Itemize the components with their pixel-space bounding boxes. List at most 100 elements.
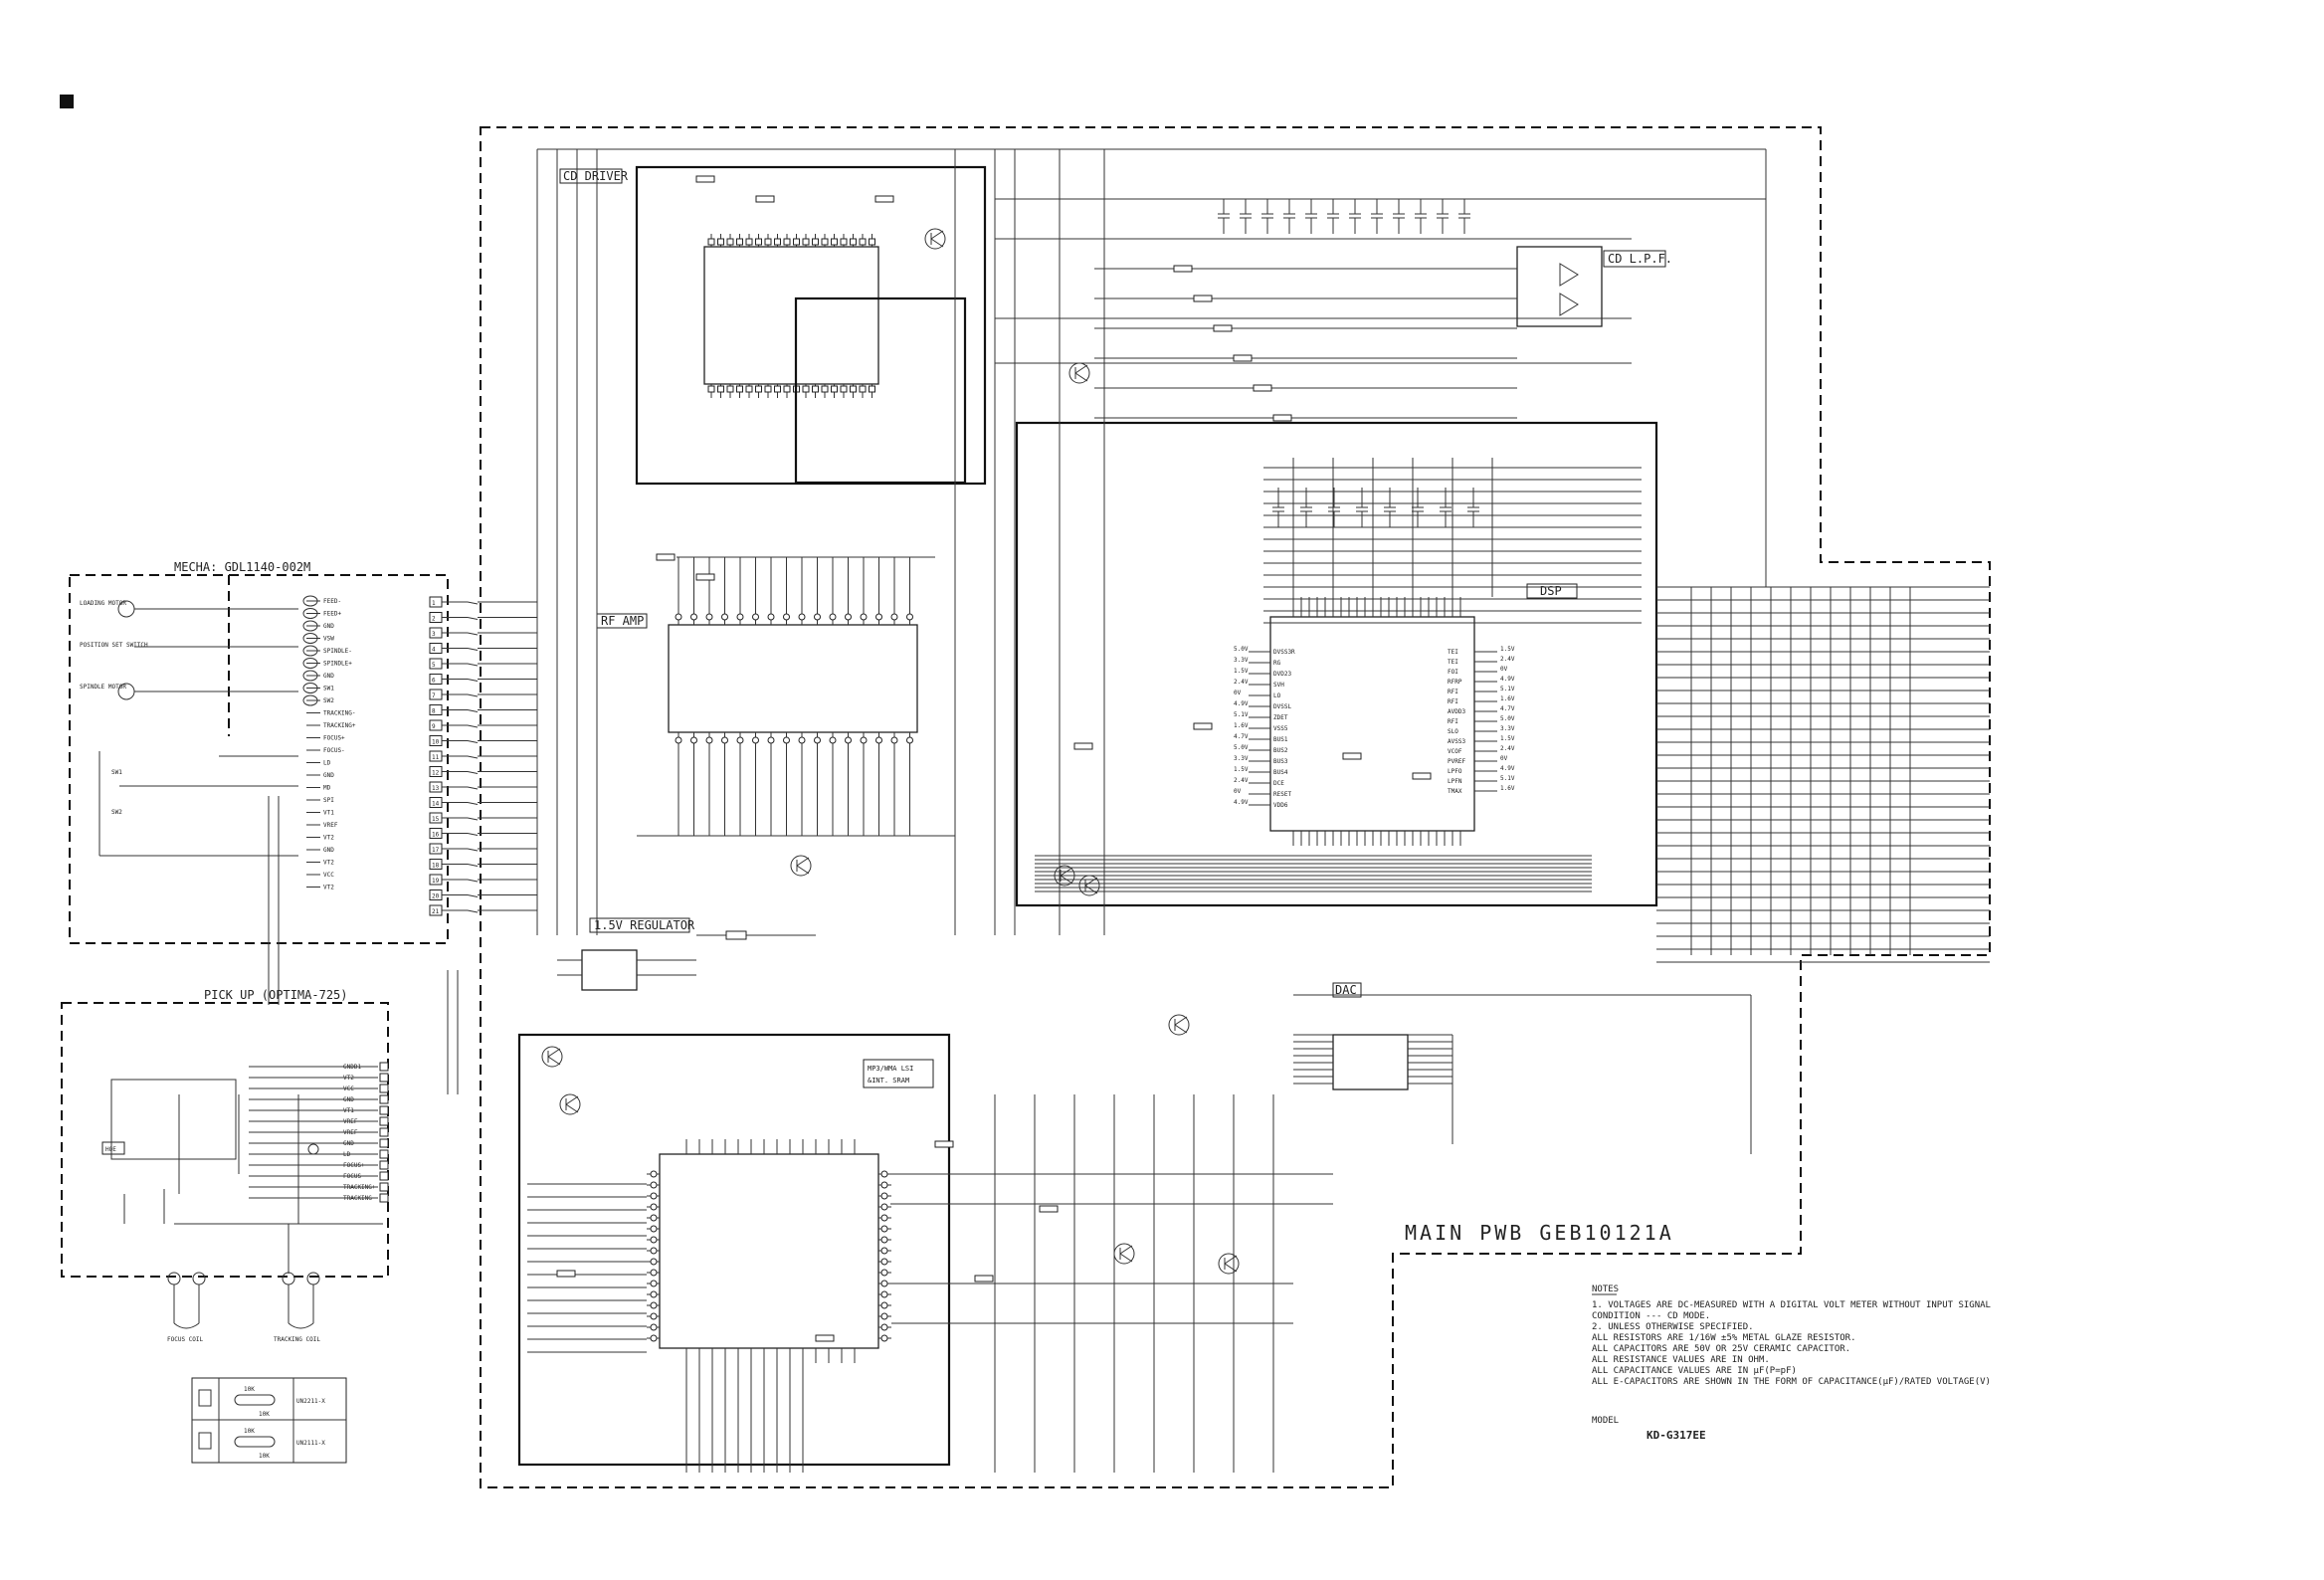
notes-block: NOTES 1. VOLTAGES ARE DC-MEASURED WITH A… — [1592, 1284, 1991, 1442]
mecha-label: MECHA: GDL1140-002M — [174, 560, 310, 574]
dsp-pin-right: AVDD3 — [1448, 708, 1465, 715]
mecha-signal: GND — [323, 623, 334, 630]
dsp-pin-left-voltage: 1.5V — [1234, 766, 1249, 773]
dsp-block: DSP DVSS3R5.0VRG3.3VDVD231.5VSVH2.4VLO0V… — [1015, 421, 1658, 907]
dsp-pin-right: RFI — [1448, 698, 1458, 705]
dsp-pin-right: LPFN — [1448, 778, 1462, 785]
mecha-outline — [69, 574, 449, 944]
mecha-pin-number: 16 — [432, 832, 440, 839]
switch-label-1: SW1 — [111, 769, 122, 776]
dsp-pin-left: BUS1 — [1273, 736, 1288, 743]
dsp-pin-left: VSS5 — [1273, 725, 1288, 732]
mecha-pin-number: 14 — [432, 801, 440, 808]
dsp-pin-left-voltage: 3.3V — [1234, 755, 1249, 762]
dac-label: DAC — [1335, 983, 1357, 997]
mecha-signal: LD — [323, 760, 331, 767]
mecha-signal: GND — [323, 772, 334, 779]
mecha-signal: SW1 — [323, 686, 334, 692]
mecha-pin-number: 20 — [432, 893, 440, 900]
dsp-pin-left: BUS4 — [1273, 769, 1288, 776]
dac-ic — [1332, 1034, 1409, 1090]
dsp-pin-left-voltage: 4.9V — [1234, 799, 1249, 806]
circuit-wiring — [98, 148, 1990, 1473]
dsp-pin-right-voltage: 4.9V — [1500, 676, 1515, 683]
dsp-pin-right: TEI — [1448, 649, 1458, 656]
dsp-pin-right-voltage: 2.4V — [1500, 745, 1515, 752]
switch-label-2: SW2 — [111, 809, 122, 816]
dsp-pin-left-voltage: 5.0V — [1234, 646, 1249, 653]
mecha-signal: VCC — [323, 872, 334, 879]
dsp-pin-left: RG — [1273, 660, 1281, 667]
mecha-signal: GND — [323, 847, 334, 854]
dsp-pin-right-voltage: 4.7V — [1500, 705, 1515, 712]
mecha-pin-number: 17 — [432, 847, 440, 854]
note-line: ALL CAPACITORS ARE 50V OR 25V CERAMIC CA… — [1592, 1344, 1850, 1354]
dsp-pin-left: BUS3 — [1273, 758, 1288, 765]
notes-header: NOTES — [1592, 1284, 1619, 1294]
mecha-signal: FEED+ — [323, 611, 341, 618]
mecha-pin-number: 13 — [432, 785, 440, 792]
motor-label-1: LOADING MOTOR — [80, 600, 126, 607]
coil-label-1: FOCUS COIL — [167, 1336, 204, 1343]
motor-label-2: POSITION SET SWITCH — [80, 642, 148, 649]
note-line: CONDITION --- CD MODE. — [1592, 1311, 1710, 1321]
note-line: ALL RESISTORS ARE 1/16W ±5% METAL GLAZE … — [1592, 1333, 1856, 1343]
note-line: ALL E-CAPACITORS ARE SHOWN IN THE FORM O… — [1592, 1377, 1991, 1387]
dsp-pin-right: RFI — [1448, 689, 1458, 695]
dsp-pin-right-voltage: 0V — [1500, 755, 1508, 762]
dsp-pin-left: DCE — [1273, 780, 1284, 787]
dsp-pin-right: TMAX — [1448, 788, 1462, 795]
mecha-pin-number: 11 — [432, 754, 440, 761]
mecha-pin-number: 19 — [432, 878, 440, 885]
mecha-signal: GND — [323, 673, 334, 680]
legend-res-2a: 10K — [244, 1428, 255, 1435]
dsp-pin-left: RESET — [1273, 791, 1291, 798]
pickup-label: PICK UP (OPTIMA-725) — [204, 988, 348, 1002]
mecha-pin-number: 15 — [432, 816, 440, 823]
dsp-pin-left-voltage: 0V — [1234, 690, 1242, 696]
legend-res-1a: 10K — [244, 1386, 255, 1393]
mecha-pin-number: 1 — [432, 600, 436, 607]
mecha-signal: VT2 — [323, 860, 334, 867]
dsp-pin-left: DVD23 — [1273, 671, 1291, 678]
mecha-signal: SPI — [323, 797, 334, 804]
mecha-pin-number: 18 — [432, 863, 440, 870]
cd-driver-block: CD DRIVER — [559, 165, 987, 486]
mecha-pin-number: 2 — [432, 616, 436, 623]
mecha-signal: SW2 — [323, 697, 334, 704]
pwb-title: MAIN PWB GEB10121A — [1405, 1221, 1674, 1245]
section-marker — [60, 95, 74, 108]
dsp-pin-left-voltage: 4.7V — [1234, 733, 1249, 740]
dsp-pin-right-voltage: 3.3V — [1500, 725, 1515, 732]
mecha-pin-number: 12 — [432, 770, 440, 777]
dsp-pin-left-voltage: 1.5V — [1234, 668, 1249, 675]
dsp-pin-right: AVSS3 — [1448, 738, 1465, 745]
dsp-pin-right-voltage: 5.0V — [1500, 715, 1515, 722]
note-line: 2. UNLESS OTHERWISE SPECIFIED. — [1592, 1322, 1754, 1332]
dsp-pin-left-voltage: 3.3V — [1234, 657, 1249, 664]
dsp-pin-right: RFI — [1448, 718, 1458, 725]
regulator-block: 1.5V REGULATOR — [581, 917, 695, 991]
pickup-outline — [61, 1002, 389, 1278]
dsp-pin-left: ZDET — [1273, 714, 1288, 721]
dsp-pin-left-voltage: 5.0V — [1234, 744, 1249, 751]
dsp-pin-right: RFRP — [1448, 679, 1462, 686]
rf-amp-ic — [668, 624, 918, 733]
dsp-label: DSP — [1540, 584, 1562, 598]
dsp-pin-right: TEI — [1448, 659, 1458, 666]
dsp-ic — [1269, 616, 1475, 832]
mp3-lsi-label-1: MP3/WMA LSI — [868, 1065, 913, 1073]
pickup-block: PICK UP (OPTIMA-725) HOE GNDD1VT2VCCGNDV… — [101, 988, 389, 1343]
dsp-pin-right-voltage: 1.5V — [1500, 735, 1515, 742]
mecha-pin-number: 7 — [432, 692, 436, 699]
dsp-pin-left-voltage: 1.6V — [1234, 722, 1249, 729]
transistor-legend: 10K 10K UN2211-X 10K 10K UN2111-X — [191, 1377, 347, 1464]
dsp-pin-left-voltage: 2.4V — [1234, 777, 1249, 784]
mecha-pin-number: 10 — [432, 739, 440, 746]
main-pwb-outline — [480, 126, 1991, 1488]
dsp-pin-right: LPFO — [1448, 768, 1462, 775]
dsp-pin-left: DVSSL — [1273, 703, 1291, 710]
mecha-pin-number: 3 — [432, 631, 436, 638]
legend-res-1b: 10K — [259, 1411, 270, 1418]
